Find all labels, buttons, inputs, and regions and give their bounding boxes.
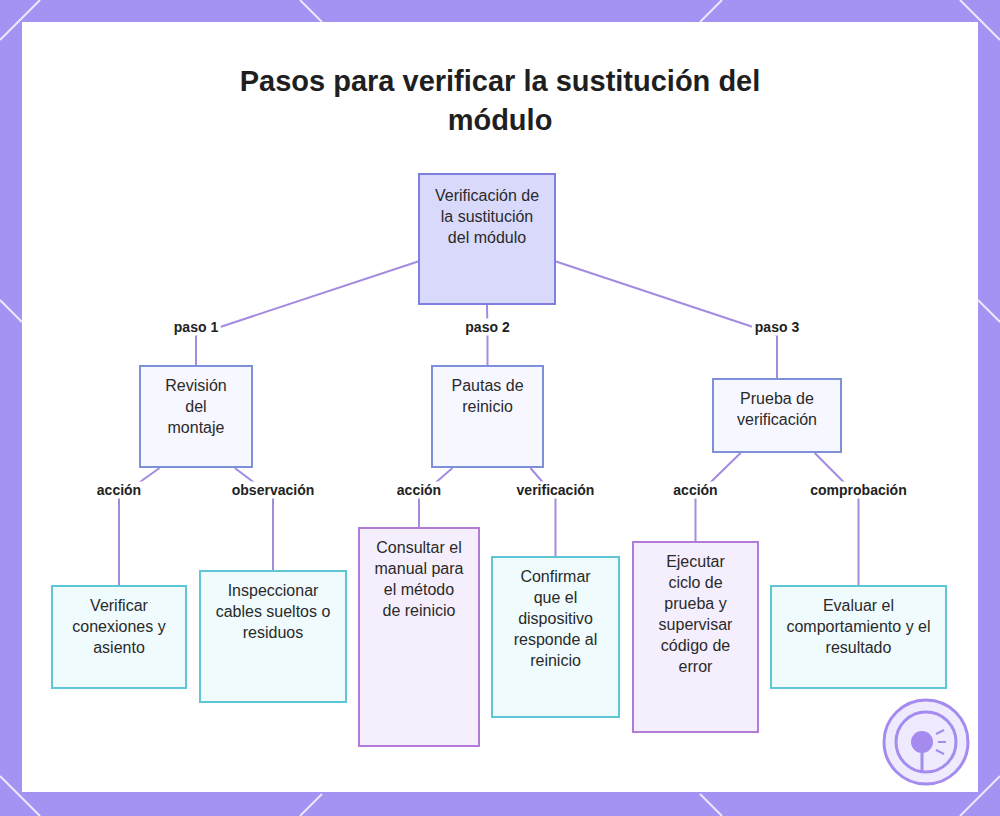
process-box: Evaluar el comportamiento y el resultado [770, 585, 947, 689]
diagram-title: Pasos para verificar la sustitución del … [200, 62, 800, 140]
box-label: Evaluar el comportamiento y el resultado [786, 595, 931, 658]
edge-label: paso 3 [752, 319, 802, 336]
edge-label: acción [670, 482, 720, 499]
process-box: Prueba de verificación [712, 378, 842, 453]
process-box: Verificación de la sustitución del módul… [418, 173, 556, 305]
box-label: Ejecutar ciclo de prueba y supervisar có… [648, 551, 743, 677]
edge-label: observación [229, 482, 317, 499]
box-label: Prueba de verificación [728, 388, 826, 430]
box-label: Verificación de la sustitución del módul… [434, 185, 540, 248]
process-box: Pautas de reinicio [431, 365, 544, 468]
process-box: Verificar conexiones y asiento [51, 585, 187, 689]
box-label: Inspeccionar cables sueltos o residuos [215, 580, 331, 643]
connector-line [556, 261, 777, 378]
process-box: Consultar el manual para el método de re… [358, 527, 480, 747]
process-box: Ejecutar ciclo de prueba y supervisar có… [632, 541, 759, 733]
edge-label: paso 1 [171, 319, 221, 336]
brand-logo [880, 696, 972, 788]
box-label: Confirmar que el dispositivo responde al… [507, 566, 604, 671]
edge-label: acción [94, 482, 144, 499]
box-label: Consultar el manual para el método de re… [374, 537, 464, 621]
connector-line [815, 453, 859, 585]
connector-line [196, 261, 418, 365]
process-box: Revisión del montaje [139, 365, 253, 468]
edge-label: paso 2 [462, 319, 512, 336]
box-label: Revisión del montaje [155, 375, 237, 438]
box-label: Pautas de reinicio [447, 375, 528, 417]
edge-label: acción [394, 482, 444, 499]
process-box: Inspeccionar cables sueltos o residuos [199, 570, 347, 703]
process-box: Confirmar que el dispositivo responde al… [491, 556, 620, 718]
box-label: Verificar conexiones y asiento [67, 595, 171, 658]
edge-label: verificación [514, 482, 598, 499]
edge-label: comprobación [807, 482, 909, 499]
